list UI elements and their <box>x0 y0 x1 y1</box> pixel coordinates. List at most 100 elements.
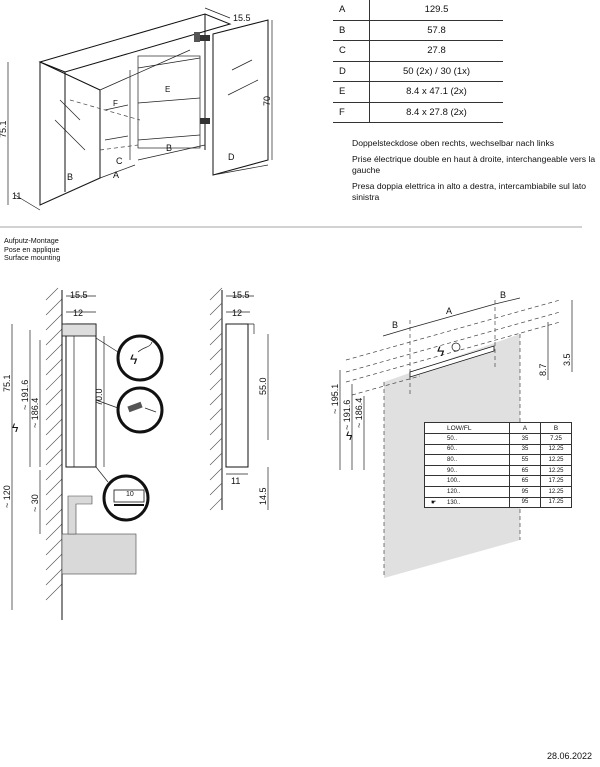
side2-depth-total: 15.5 <box>232 290 250 300</box>
side-depth-total: 15.5 <box>70 290 88 300</box>
mounting-label-de: Aufputz-Montage <box>4 236 59 245</box>
dim-value: 57.8 <box>369 20 503 41</box>
side-height-120: ~ 120 <box>2 485 12 508</box>
dim-value: 27.8 <box>369 40 503 62</box>
wall-height-35: 3.5 <box>562 353 572 366</box>
side2-depth-bottom: 11 <box>231 476 240 486</box>
wall-height-87: 8.7 <box>538 363 548 376</box>
column-header: B <box>540 422 572 434</box>
cell: 95 <box>509 485 541 498</box>
cell: 12.25 <box>540 464 572 477</box>
side-view-with-sink: 15.5 12 75.1 ~ 191.6 ~ 186.4 70.0 ~ 120 … <box>2 287 164 620</box>
overview-label-f: F <box>113 99 118 108</box>
dim-value: 129.5 <box>369 0 503 21</box>
cell: 100.. <box>424 475 510 487</box>
cell: 55 <box>509 454 541 466</box>
cell: ☛ 130.. <box>424 496 510 509</box>
cell: 35 <box>509 443 541 456</box>
overview-label-d: D <box>228 152 235 162</box>
cell: 95 <box>509 496 541 509</box>
cell: 35 <box>509 433 541 445</box>
overview-label-e: E <box>165 85 170 94</box>
cell: 17.25 <box>540 475 572 487</box>
overview-depth-top: 15.5 <box>233 13 251 23</box>
cell: 90.. <box>424 464 510 477</box>
mounting-label-en: Surface mounting <box>4 253 61 263</box>
wall-height-195: ~ 195.1 <box>330 384 340 414</box>
socket-notes: Doppelsteckdose oben rechts, wechselbar … <box>352 138 597 208</box>
wall-label-a: A <box>446 306 452 316</box>
dim-key: D <box>333 61 370 82</box>
footer-date: 28.06.2022 <box>546 751 592 761</box>
dim-key: A <box>333 0 370 21</box>
side-height-total: 75.1 <box>2 374 12 392</box>
dim-key: C <box>333 40 370 62</box>
column-header: A <box>509 422 541 434</box>
cell: 7.25 <box>540 433 572 445</box>
wall-height-191: ~ 191.6 <box>342 400 352 430</box>
note-fr: Prise électrique double en haut à droite… <box>352 154 596 175</box>
note-de: Doppelsteckdose oben rechts, wechselbar … <box>352 138 555 148</box>
cell: 50.. <box>424 433 510 445</box>
side2-height-14: 14.5 <box>258 487 268 505</box>
wall-height-186: ~ 186.4 <box>354 398 364 428</box>
dim-value: 8.4 x 27.8 (2x) <box>369 102 503 123</box>
overview-depth-bottom: 11 <box>12 191 21 201</box>
cell: 80.. <box>424 454 510 466</box>
side-height-191: ~ 191.6 <box>20 380 30 410</box>
mounting-label-fr: Pose en applique <box>4 244 60 254</box>
side2-depth-body: 12 <box>232 308 242 318</box>
cell: 65 <box>509 475 541 487</box>
pointing-hand-icon: ☛ <box>431 499 437 506</box>
electric-cable-icon: ϟ <box>130 351 138 367</box>
cell: 17.25 <box>540 496 572 509</box>
detail-10: 10 <box>126 491 134 498</box>
wall-electric-icon: ϟ <box>437 343 445 359</box>
column-header: LOW/FL <box>424 422 510 434</box>
side2-height-55: 55.0 <box>258 377 268 395</box>
dim-key: E <box>333 81 370 103</box>
side-height-186: ~ 186.4 <box>30 398 40 428</box>
mounting-label: Aufputz-Montage Pose en applique Surface… <box>4 236 61 263</box>
cell-text: 130.. <box>447 499 461 506</box>
overview-height-left: 75.1 <box>0 120 8 138</box>
overview-label-b2: B <box>166 143 172 153</box>
overview-label-c: C <box>116 156 123 166</box>
side-height-70: 70.0 <box>94 388 104 406</box>
cell: 12.25 <box>540 443 572 456</box>
wall-label-b-left: B <box>392 320 398 330</box>
electric-bolt-icon: ϟ <box>12 421 19 435</box>
side-view-2: 15.5 12 55.0 11 14.5 <box>209 287 269 511</box>
cell: 12.25 <box>540 454 572 466</box>
overview-label-b1: B <box>67 172 73 182</box>
dim-key: B <box>333 20 370 41</box>
cell: 120.. <box>424 485 510 498</box>
overview-label-a: A <box>113 170 119 180</box>
wall-label-b-right: B <box>500 290 506 300</box>
cell: 12.25 <box>540 485 572 498</box>
cell: 65 <box>509 464 541 477</box>
cabinet-overview: 75.1 70 15.5 11 B A C B D E F <box>0 7 273 211</box>
table-header-row: LOW/FL A B <box>424 422 572 434</box>
note-it: Presa doppia elettrica in alto a destra,… <box>352 181 587 202</box>
dim-key: F <box>333 102 370 123</box>
overview-height-right: 70 <box>262 96 272 106</box>
side-depth-body: 12 <box>73 308 83 318</box>
cell: 60.. <box>424 443 510 456</box>
wall-electric-icon-2: ϟ <box>346 429 353 443</box>
